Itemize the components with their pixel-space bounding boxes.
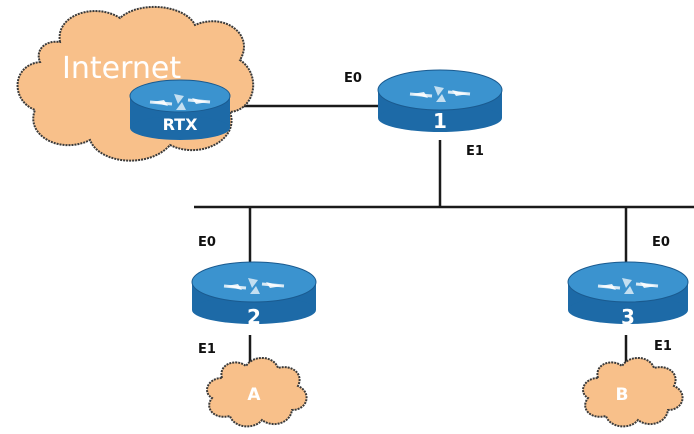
r3-e0-label: E0	[652, 235, 670, 250]
internet-cloud-icon: Internet	[16, 5, 255, 162]
router-3-icon: 3	[567, 261, 689, 329]
cloud-b-label: B	[616, 385, 629, 405]
router-3-label: 3	[621, 305, 635, 329]
router-1-icon: 1	[377, 69, 503, 133]
r2-e0-label: E0	[198, 235, 216, 250]
r3-e1-label: E1	[654, 339, 672, 354]
cloud-b-icon: B	[582, 357, 684, 428]
router-2-icon: 2	[191, 261, 317, 329]
cloud-a-label: A	[247, 385, 261, 405]
router-rtx-icon: RTX	[129, 79, 231, 140]
router-rtx-label: RTX	[163, 115, 199, 134]
cloud-a-icon: A	[206, 357, 308, 428]
router-1-label: 1	[433, 109, 447, 133]
r1-e0-label: E0	[344, 71, 362, 86]
links	[194, 104, 694, 365]
r2-e1-label: E1	[198, 342, 216, 357]
internet-label: Internet	[62, 51, 181, 86]
r1-e1-label: E1	[466, 144, 484, 159]
router-2-label: 2	[247, 305, 261, 329]
